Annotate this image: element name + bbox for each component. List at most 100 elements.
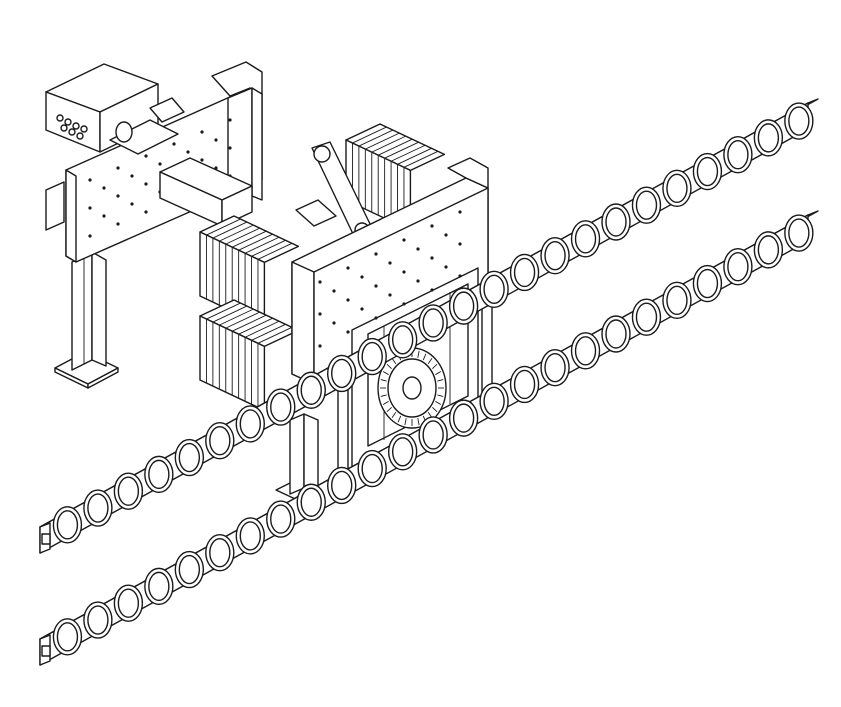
control-box-buttons bbox=[56, 114, 88, 140]
mounting-hole bbox=[116, 222, 120, 226]
support-post-left bbox=[54, 251, 119, 389]
gear-tooth bbox=[427, 358, 433, 365]
suction-pad-inner bbox=[422, 308, 444, 338]
mounting-hole bbox=[318, 280, 322, 284]
mounting-hole bbox=[144, 154, 148, 158]
suction-pad-inner bbox=[727, 139, 749, 170]
suction-pad-inner bbox=[361, 453, 383, 484]
vacuum-reservoir-lower bbox=[199, 299, 300, 412]
mounting-hole bbox=[374, 284, 378, 288]
suction-pad-inner bbox=[209, 426, 231, 456]
mounting-hole bbox=[144, 182, 148, 186]
mounting-hole bbox=[416, 279, 420, 283]
mounting-hole bbox=[346, 266, 350, 270]
suction-pad-inner bbox=[56, 510, 79, 540]
suction-pad-inner bbox=[574, 336, 597, 366]
suction-pad-inner bbox=[239, 521, 261, 551]
gear-tooth bbox=[437, 379, 444, 382]
mounting-hole bbox=[458, 242, 462, 246]
mounting-hole bbox=[88, 178, 92, 182]
gear-tooth bbox=[417, 418, 420, 426]
mounting-hole bbox=[430, 256, 434, 260]
mounting-hole bbox=[158, 162, 162, 166]
gear-tooth bbox=[404, 418, 407, 426]
suction-pad-inner bbox=[117, 476, 140, 506]
suction-pad-inner bbox=[391, 325, 414, 355]
mounting-hole bbox=[388, 293, 392, 297]
suction-pad-inner bbox=[148, 571, 170, 602]
mounting-hole bbox=[116, 194, 120, 198]
mounting-hole bbox=[144, 210, 148, 214]
mounting-hole bbox=[416, 247, 420, 251]
mounting-hole bbox=[346, 330, 350, 334]
mounting-hole bbox=[214, 138, 218, 142]
mounting-hole bbox=[228, 146, 232, 150]
mounting-hole bbox=[116, 166, 120, 170]
suction-pad-inner bbox=[270, 504, 292, 534]
mounting-hole bbox=[430, 224, 434, 228]
suction-pad-inner bbox=[331, 470, 353, 501]
suction-pad-inner bbox=[148, 459, 170, 490]
suction-pad-inner bbox=[483, 274, 505, 305]
suction-pad-inner bbox=[788, 106, 810, 136]
control-box bbox=[45, 63, 185, 155]
mounting-hole bbox=[318, 312, 322, 316]
suction-pad-inner bbox=[757, 123, 780, 153]
suction-pad-inner bbox=[727, 251, 749, 282]
suction-pad-inner bbox=[452, 291, 475, 321]
rotator-gear bbox=[377, 347, 447, 429]
mounting-hole bbox=[332, 321, 336, 325]
vacuum-reservoir-upper bbox=[199, 215, 300, 328]
mounting-hole bbox=[318, 344, 322, 348]
suction-pad-inner bbox=[544, 240, 566, 271]
mounting-hole bbox=[402, 270, 406, 274]
suction-pad-inner bbox=[696, 268, 719, 299]
mounting-hole bbox=[332, 289, 336, 293]
suction-pad-inner bbox=[56, 622, 79, 652]
beam-end-cap bbox=[41, 533, 51, 545]
gear-tooth bbox=[386, 406, 392, 413]
suction-pad-inner bbox=[87, 605, 109, 635]
mounting-hole bbox=[228, 118, 232, 122]
suction-pad-inner bbox=[666, 285, 688, 316]
suction-pad-inner bbox=[178, 554, 201, 585]
suction-pad-inner bbox=[483, 386, 505, 417]
mounting-hole bbox=[374, 316, 378, 320]
mounting-hole bbox=[88, 234, 92, 238]
mounting-hole bbox=[374, 252, 378, 256]
suction-pad-inner bbox=[757, 235, 780, 265]
gear-tooth bbox=[397, 415, 402, 423]
suction-pad-inner bbox=[300, 487, 322, 517]
mounting-hole bbox=[130, 174, 134, 178]
mounting-hole bbox=[200, 130, 204, 134]
mounting-hole bbox=[402, 238, 406, 242]
mounting-hole bbox=[200, 158, 204, 162]
suction-pad-inner bbox=[422, 420, 444, 450]
mounting-hole bbox=[186, 150, 190, 154]
gear-tooth bbox=[391, 411, 397, 418]
suction-beam-lower bbox=[39, 210, 819, 666]
suction-pad-inner bbox=[391, 437, 414, 467]
suction-pad-inner bbox=[605, 207, 627, 237]
gear-tooth bbox=[437, 394, 444, 397]
gear-tooth bbox=[380, 394, 387, 397]
gear-tooth bbox=[432, 406, 438, 413]
suction-pad-inner bbox=[331, 358, 353, 389]
vacuum-reservoir-top bbox=[345, 123, 446, 232]
gear-tooth bbox=[435, 401, 442, 405]
suction-pad-inner bbox=[239, 409, 261, 439]
suction-pad-inner bbox=[605, 319, 627, 349]
mounting-hole bbox=[444, 233, 448, 237]
suction-pad-inner bbox=[117, 588, 140, 618]
suction-pad-inner bbox=[574, 224, 597, 254]
suction-pad-inner bbox=[209, 538, 231, 568]
connecting-duct bbox=[159, 157, 253, 227]
gear-tooth bbox=[382, 371, 389, 375]
mounting-hole bbox=[458, 210, 462, 214]
gear-tooth bbox=[386, 363, 392, 370]
mounting-hole bbox=[360, 275, 364, 279]
mounting-hole bbox=[402, 302, 406, 306]
mounting-hole bbox=[102, 186, 106, 190]
